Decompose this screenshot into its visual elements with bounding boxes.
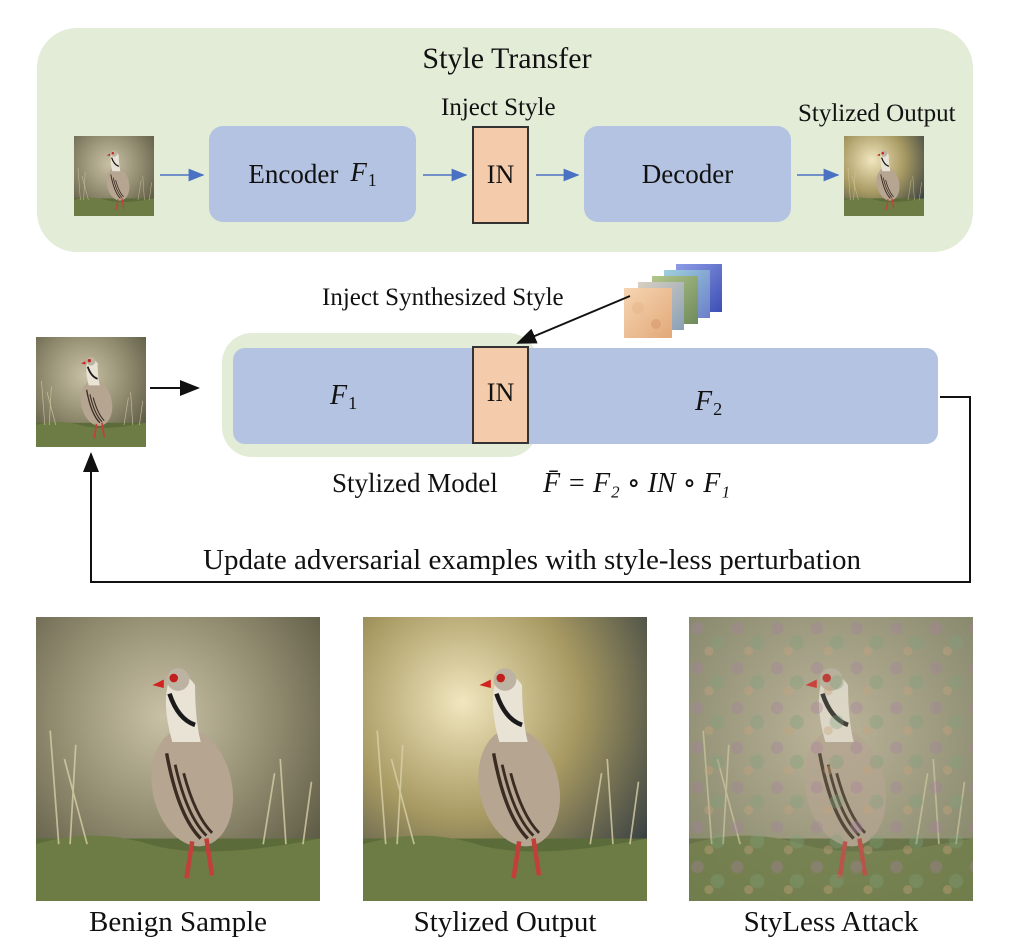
input-bird-thumbnail bbox=[74, 136, 154, 216]
stylized-model-bar bbox=[233, 348, 938, 444]
decoder-label: Decoder bbox=[641, 158, 734, 189]
caption-stylized-output: Stylized Output bbox=[413, 906, 597, 938]
input-bird-middle bbox=[36, 337, 146, 447]
stylized-output-thumbnail bbox=[844, 136, 924, 216]
caption-styless-attack: StyLess Attack bbox=[743, 906, 919, 938]
inject-style-label: Inject Style bbox=[441, 94, 556, 121]
in-layer-top: IN bbox=[472, 126, 529, 224]
stylized-model-formula: F̄ = F₂ ∘ IN ∘ F₁ bbox=[543, 468, 731, 499]
stylized-output-image bbox=[363, 617, 647, 901]
stylized-model-caption: Stylized Model bbox=[332, 468, 498, 498]
f1-label: F1 bbox=[330, 380, 358, 414]
style-stack-image bbox=[624, 264, 724, 340]
encoder-label: Encoder bbox=[248, 158, 339, 189]
styless-attack-image bbox=[689, 617, 973, 901]
style-transfer-title: Style Transfer bbox=[422, 42, 592, 75]
encoder-symbol: F1 bbox=[350, 156, 377, 191]
benign-sample-image bbox=[36, 617, 320, 901]
f2-label: F2 bbox=[695, 386, 723, 420]
inject-synthesized-style-label: Inject Synthesized Style bbox=[322, 284, 564, 311]
update-label: Update adversarial examples with style-l… bbox=[203, 544, 861, 576]
stylized-output-label-top: Stylized Output bbox=[798, 100, 956, 127]
in-layer-middle: IN bbox=[472, 346, 529, 444]
encoder-block: Encoder F1 bbox=[209, 126, 416, 222]
caption-benign-sample: Benign Sample bbox=[88, 906, 267, 938]
decoder-block: Decoder bbox=[584, 126, 791, 222]
